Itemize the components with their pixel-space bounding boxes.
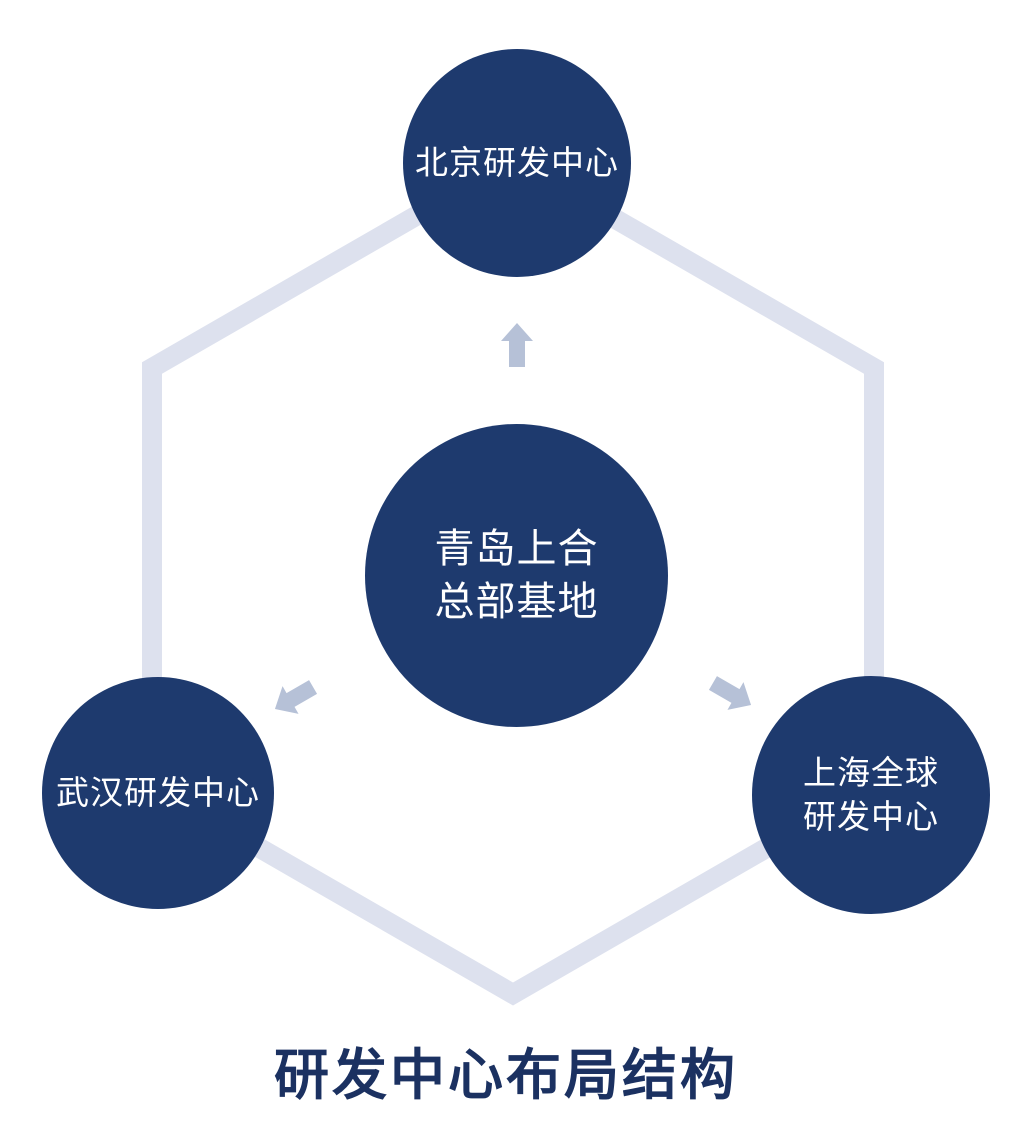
node-label-line-2: 总部基地 bbox=[434, 579, 599, 624]
node-label-line-2: 研发中心 bbox=[803, 798, 939, 835]
node-label-line-1: 青岛上合 bbox=[434, 526, 599, 571]
node-qingdao-shanghe-headquarters: 青岛上合 总部基地 bbox=[365, 424, 668, 727]
diagram-title: 研发中心布局结构 bbox=[273, 1044, 738, 1106]
node-label: 北京研发中心 bbox=[415, 143, 619, 181]
arrow-up-icon bbox=[501, 323, 533, 367]
node-wuhan-rd-center: 武汉研发中心 bbox=[42, 677, 274, 909]
node-label: 武汉研发中心 bbox=[56, 773, 260, 811]
arrow-down-right-icon bbox=[708, 676, 752, 710]
hexagon-outline bbox=[142, 148, 884, 1006]
node-label-line-1: 上海全球 bbox=[803, 753, 939, 791]
arrow-down-left-icon bbox=[274, 680, 318, 714]
node-beijing-rd-center: 北京研发中心 bbox=[403, 49, 631, 277]
node-shanghai-global-rd-center: 上海全球 研发中心 bbox=[752, 676, 990, 914]
